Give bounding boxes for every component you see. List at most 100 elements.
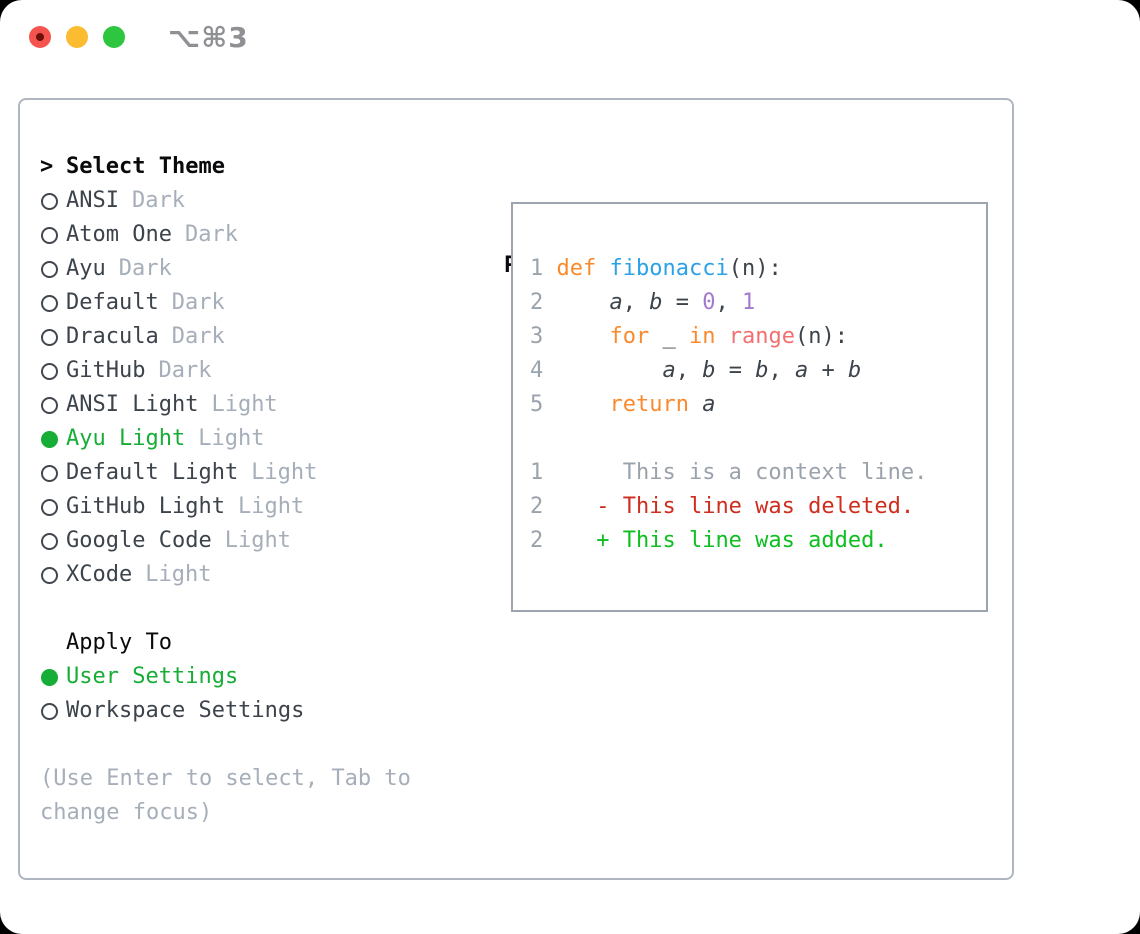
token-lit: 1 xyxy=(741,290,756,315)
theme-name: ANSI Light xyxy=(66,392,199,417)
theme-variant-tag: Dark xyxy=(184,222,238,247)
code-line: 2 + This line was added. xyxy=(530,524,986,558)
theme-option-xcode[interactable]: XCode Light xyxy=(40,558,411,592)
token-plain: , xyxy=(715,290,742,315)
radio-icon xyxy=(41,396,58,414)
line-number: 1 xyxy=(530,256,557,281)
titlebar: ⌥⌘3 xyxy=(0,0,1140,74)
code-line: 1 This is a context line. xyxy=(530,456,986,490)
radio-slot xyxy=(40,702,66,720)
theme-option-ayu-light[interactable]: Ayu Light Light xyxy=(40,422,411,456)
radio-icon xyxy=(41,702,58,720)
radio-slot xyxy=(40,532,66,550)
line-number: 1 xyxy=(530,460,557,485)
code-line: 1 def fibonacci(n): xyxy=(530,252,986,286)
token-kw: for xyxy=(609,324,650,349)
code-line: 5 return a xyxy=(530,388,986,422)
code-line: 4 a, b = b, a + b xyxy=(530,354,986,388)
token-plain: = xyxy=(662,290,703,315)
token-var: b xyxy=(702,358,716,383)
radio-slot xyxy=(40,260,66,278)
token-kw: return xyxy=(609,392,689,417)
theme-name: XCode xyxy=(66,562,133,587)
radio-icon xyxy=(41,498,58,516)
token-var: a xyxy=(609,290,623,315)
token-plain xyxy=(557,324,610,349)
token-plain xyxy=(557,392,610,417)
radio-icon xyxy=(41,532,58,550)
theme-variant-tag: Dark xyxy=(171,290,225,315)
token-del: - This line was deleted. xyxy=(556,494,915,519)
radio-icon xyxy=(41,260,58,278)
line-number: 4 xyxy=(530,358,557,383)
theme-option-default-light[interactable]: Default Light Light xyxy=(40,456,411,490)
apply-to-header-row: Apply To xyxy=(40,626,411,660)
theme-name: Default Light xyxy=(66,460,239,485)
token-plain: (n): xyxy=(794,324,848,349)
theme-option-dracula[interactable]: Dracula Dark xyxy=(40,320,411,354)
token-plain xyxy=(557,290,610,315)
spacer xyxy=(40,728,411,762)
line-number: 3 xyxy=(530,324,557,349)
apply-to-title: Apply To xyxy=(66,630,172,655)
theme-variant-tag: Light xyxy=(145,562,212,587)
theme-variant-tag: Light xyxy=(237,494,305,519)
close-button[interactable] xyxy=(29,26,51,48)
apply-option-user-settings[interactable]: User Settings xyxy=(40,660,411,694)
token-plain: , xyxy=(675,358,703,383)
apply-option-workspace-settings[interactable]: Workspace Settings xyxy=(40,694,411,728)
radio-icon xyxy=(41,668,58,686)
radio-icon xyxy=(41,566,58,584)
unsaved-dot-icon xyxy=(36,33,44,41)
token-plain: _ xyxy=(649,324,689,349)
token-var: a xyxy=(662,358,676,383)
theme-option-default[interactable]: Default Dark xyxy=(40,286,411,320)
theme-variant-tag: Light xyxy=(211,392,278,417)
hint-line-1: (Use Enter to select, Tab to xyxy=(40,766,411,791)
theme-name: Ayu Light xyxy=(66,426,186,451)
radio-icon xyxy=(41,226,58,244)
token-var: b xyxy=(847,358,862,383)
token-ctx: This is a context line. xyxy=(556,460,928,485)
theme-option-ansi-light[interactable]: ANSI Light Light xyxy=(40,388,411,422)
keyboard-shortcut-label: ⌥⌘3 xyxy=(168,21,249,54)
apply-option-name: User Settings xyxy=(66,664,239,689)
radio-slot xyxy=(40,498,66,516)
token-add: + This line was added. xyxy=(556,528,888,553)
theme-option-ansi[interactable]: ANSI Dark xyxy=(40,184,411,218)
token-var: a xyxy=(794,358,809,383)
theme-name: Google Code xyxy=(66,528,212,553)
theme-option-google-code[interactable]: Google Code Light xyxy=(40,524,411,558)
theme-name: Default xyxy=(66,290,159,315)
theme-variant-tag: Dark xyxy=(131,188,185,213)
theme-variant-tag: Light xyxy=(198,426,265,451)
token-plain: , xyxy=(622,290,650,315)
theme-variant-tag: Light xyxy=(251,460,318,485)
code-line: 3 for _ in range(n): xyxy=(530,320,986,354)
token-plain: , xyxy=(768,358,795,383)
token-plain xyxy=(689,392,702,417)
token-kw: def xyxy=(556,256,597,281)
token-var: b xyxy=(649,290,663,315)
token-plain xyxy=(596,256,609,281)
token-plain: + xyxy=(808,358,848,383)
theme-name: ANSI xyxy=(66,188,119,213)
token-kw: in xyxy=(688,324,716,349)
theme-variant-tag: Light xyxy=(224,528,291,553)
minimize-button[interactable] xyxy=(66,26,88,48)
radio-icon xyxy=(41,328,58,346)
theme-variant-tag: Dark xyxy=(171,324,225,349)
radio-slot xyxy=(40,294,66,312)
code-line: 2 - This line was deleted. xyxy=(530,490,986,524)
radio-icon xyxy=(41,362,58,380)
zoom-button[interactable] xyxy=(103,26,125,48)
theme-name: Dracula xyxy=(66,324,159,349)
